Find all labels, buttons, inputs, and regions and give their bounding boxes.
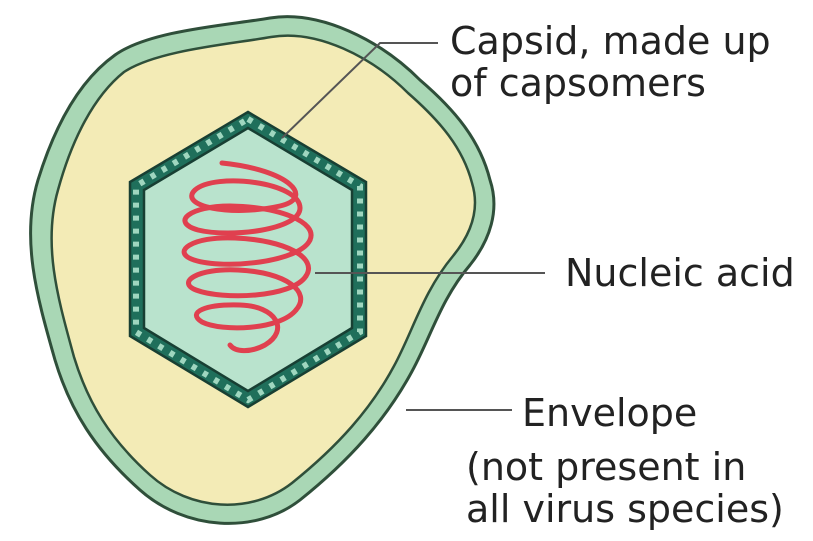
envelope-label-line-2: (not present in [466,446,784,488]
capsid-label-line-2: of capsomers [450,62,771,104]
capsid-label: Capsid, made up of capsomers [450,20,771,104]
envelope-note-label: (not present in all virus species) [466,446,784,530]
envelope-label-line-3: all virus species) [466,488,784,530]
capsid-label-line-1: Capsid, made up [450,20,771,62]
nucleic-acid-label-line-1: Nucleic acid [565,252,795,294]
envelope-label: Envelope [522,392,697,434]
nucleic-acid-label: Nucleic acid [565,252,795,294]
envelope-label-line-1: Envelope [522,392,697,434]
